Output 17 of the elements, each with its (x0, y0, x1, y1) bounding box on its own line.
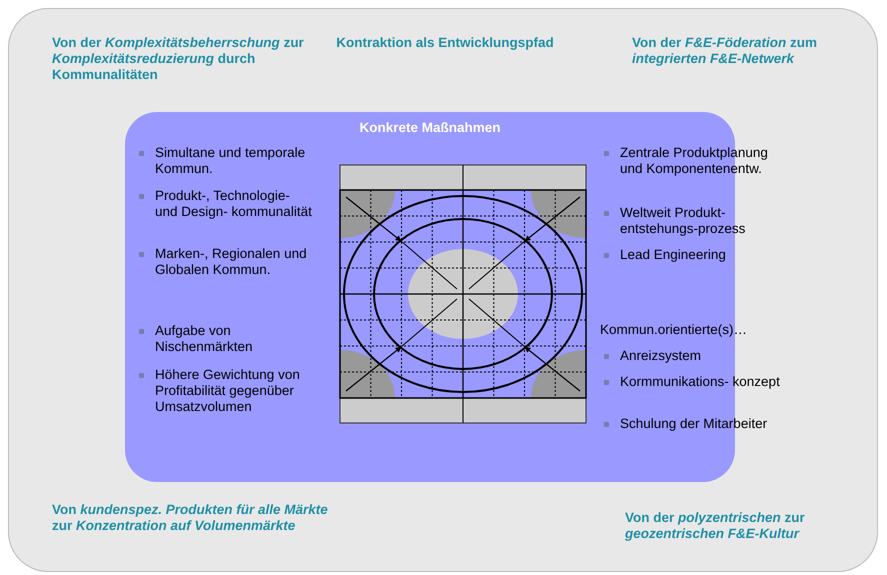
bullet-text: Lead Engineering (620, 247, 727, 263)
bullet-text: Anreizsystem (620, 348, 702, 364)
bullet-text: Zentrale Produktplanung und Komponentenentw. (620, 145, 769, 177)
bullet-text: Weltweit Produkt- entstehungs-prozess (620, 205, 746, 237)
panel-heading: Konkrete Maßnahmen (358, 120, 502, 136)
bullet-text: Simultane und temporale Kommun. (155, 145, 306, 177)
bullet-text: Aufgabe von Nischenmärkten (155, 323, 254, 355)
bullet-text: Schulung der Mitarbeiter (620, 416, 768, 432)
bullet-text: Höhere Gewichtung von Profitabilität gegenüber Umsatzvolumen (155, 367, 301, 415)
corner-statement: Von der F&E-Föderation zum integrierten F&E-Netwerk (632, 35, 818, 67)
bullet-text: Produkt-, Technologie- und Design- kommunalität (155, 188, 313, 220)
corner-statement: Von kundenspez. Produkten für alle Märkte zur Konzentration auf Volumenmärkte (52, 502, 329, 534)
corner-statement: Von der polyzentrischen zur geozentrischen F&E-Kultur (625, 510, 806, 542)
bullet-text: Marken-, Regionalen und Globalen Kommun. (155, 246, 308, 278)
corner-statement: Von der Komplexitätsbeherrschung zur Komplexitätsreduzierung durch Kommunalitäten (52, 35, 305, 83)
bullet-text: Kormmunikations- konzept (620, 374, 780, 390)
list-heading: Kommun.orientierte(s)… (600, 322, 748, 338)
